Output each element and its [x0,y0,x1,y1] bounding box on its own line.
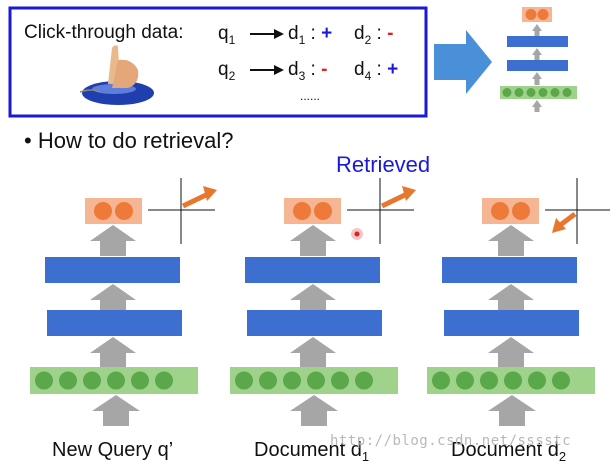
network-query [30,178,217,426]
click-pair-row-1: q1 d1 : + d2 : - [218,23,393,47]
output-node [94,202,112,220]
retrieved-label: Retrieved [336,152,430,177]
svg-text:d3 : -: d3 : - [288,59,327,83]
network-document-2 [427,178,610,426]
ellipsis: ...... [300,89,320,103]
svg-text:d4 : +: d4 : + [354,59,398,83]
watermark: http://blog.csdn.net/sssstc [330,433,572,449]
gray-up-arrow [90,284,136,310]
svg-text:q2: q2 [218,59,236,83]
sign-plus: + [321,23,332,44]
click-through-title: Click-through data: [24,22,183,43]
caption-query: New Query q’ [52,439,173,461]
svg-text:d1 : +: d1 : + [288,23,332,47]
bullet-question: • How to do retrieval? [24,128,233,153]
vector-arrow-icon [181,186,217,209]
gray-up-arrow [92,395,140,426]
hidden-layer-1 [47,310,182,336]
gray-up-arrow [90,225,136,256]
mini-network-icon [500,7,577,112]
hidden-layer-2 [45,257,180,283]
gray-up-arrow [90,337,136,367]
click-through-panel: Click-through data: q1 d1 : + d2 : - q2 … [8,6,428,118]
output-layer [85,198,142,224]
svg-text:d2 : -: d2 : - [354,23,393,47]
click-through-border [8,6,428,118]
big-right-arrow-icon [434,30,492,94]
hand-mouse-icon [79,45,154,105]
network-document-1 [230,178,416,426]
caption-document-2: Document d2 [451,439,566,464]
query-2: q [218,59,229,80]
caption-document-1: Document d1 [254,439,369,464]
svg-text:q1: q1 [218,23,236,47]
vector-arrow-icon [380,186,416,209]
sign-minus: - [387,23,393,44]
click-pair-row-2: q2 d3 : - d4 : + [218,59,398,83]
output-node [115,202,133,220]
red-dot-icon [351,228,363,240]
query-1: q [218,23,229,44]
vector-arrow-icon [552,212,577,233]
